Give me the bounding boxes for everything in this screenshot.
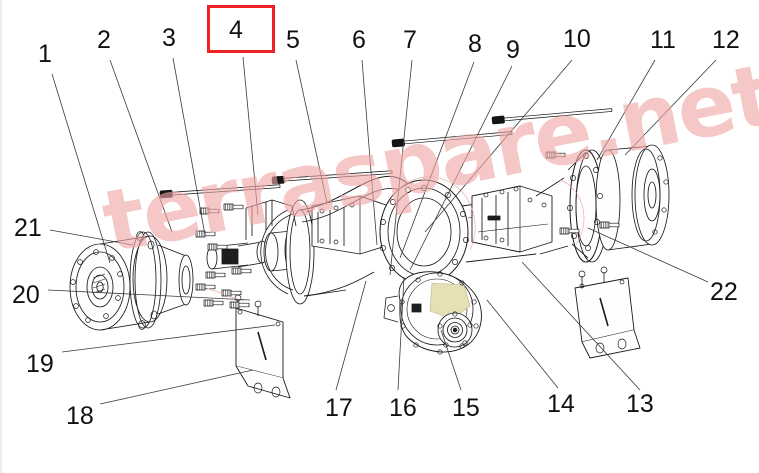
callout-21[interactable]: 21 (14, 214, 42, 242)
callout-2[interactable]: 2 (97, 26, 111, 54)
pink-reference-lines (205, 176, 585, 302)
callout-13-leader (521, 261, 641, 391)
callout-14[interactable]: 14 (547, 390, 575, 418)
callout-5-leader (295, 59, 328, 204)
callout-19-leader (61, 324, 276, 353)
left-spindle-brake (206, 195, 387, 305)
callout-3[interactable]: 3 (162, 24, 176, 52)
callout-9[interactable]: 9 (506, 36, 520, 64)
callout-11-leader (596, 59, 656, 161)
callout-4[interactable]: 4 (229, 16, 243, 44)
callout-18[interactable]: 18 (66, 402, 94, 430)
callout-8-leader (399, 61, 475, 259)
callout-12[interactable]: 12 (712, 26, 740, 54)
callout-18-leader (99, 369, 254, 405)
callout-2-leader (109, 59, 173, 233)
callout-20-leader (47, 289, 251, 301)
highlight-box[interactable] (207, 5, 275, 53)
callout-22[interactable]: 22 (710, 278, 738, 306)
callout-4-leader (242, 56, 259, 216)
callout-5[interactable]: 5 (286, 26, 300, 54)
callout-10-leader (424, 59, 573, 233)
callout-10[interactable]: 10 (563, 25, 591, 53)
callout-3-leader (172, 57, 206, 236)
callout-15[interactable]: 15 (452, 394, 480, 422)
callout-9-leader (409, 65, 513, 271)
callout-19[interactable]: 19 (26, 350, 54, 378)
differential-carrier (383, 271, 482, 355)
callout-6[interactable]: 6 (352, 26, 366, 54)
callout-15-leader (440, 329, 462, 391)
callout-7-leader (389, 59, 413, 276)
callout-16[interactable]: 16 (389, 394, 417, 422)
callout-22-leader (587, 227, 709, 283)
callout-8[interactable]: 8 (468, 30, 482, 58)
center-axle-housing (299, 175, 553, 297)
callout-12-leader (624, 59, 717, 156)
callout-16-leader (397, 276, 405, 391)
callout-11[interactable]: 11 (650, 26, 676, 54)
leader-lines (47, 56, 717, 405)
callout-17-leader (335, 280, 367, 391)
callout-7[interactable]: 7 (403, 26, 417, 54)
callout-14-leader (486, 299, 559, 389)
callout-17[interactable]: 17 (325, 394, 353, 422)
callout-1-leader (51, 73, 111, 264)
callout-6-leader (361, 59, 378, 246)
callout-21-leader (49, 229, 134, 246)
left-hub-assembly (69, 231, 194, 331)
callout-1[interactable]: 1 (38, 40, 52, 68)
callout-20[interactable]: 20 (12, 281, 40, 309)
callout-13[interactable]: 13 (626, 390, 654, 418)
right-hub-assembly (535, 144, 670, 263)
tie-rods (159, 106, 613, 199)
